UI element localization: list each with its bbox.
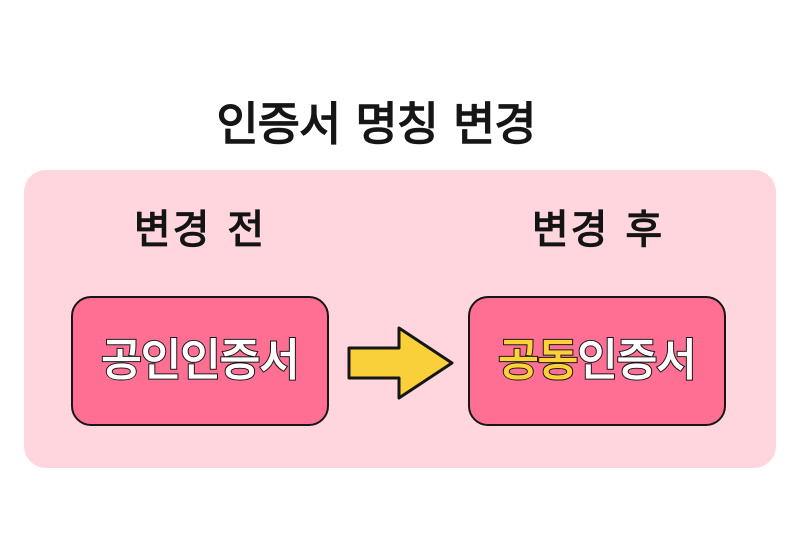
after-name-box: 공동인증서 bbox=[468, 296, 726, 426]
after-name: 공동인증서 bbox=[497, 331, 697, 391]
before-name-box: 공인인증서 bbox=[71, 296, 329, 426]
before-name: 공인인증서 bbox=[100, 334, 300, 387]
after-name-highlight: 공동 bbox=[497, 334, 579, 387]
arrow-right-icon bbox=[347, 326, 454, 400]
arrow-shape bbox=[347, 326, 454, 400]
page-title: 인증서 명칭 변경 bbox=[216, 97, 536, 151]
after-name-rest: 인증서 bbox=[576, 334, 697, 387]
after-label: 변경 후 bbox=[531, 207, 665, 253]
before-label: 변경 전 bbox=[133, 207, 267, 253]
